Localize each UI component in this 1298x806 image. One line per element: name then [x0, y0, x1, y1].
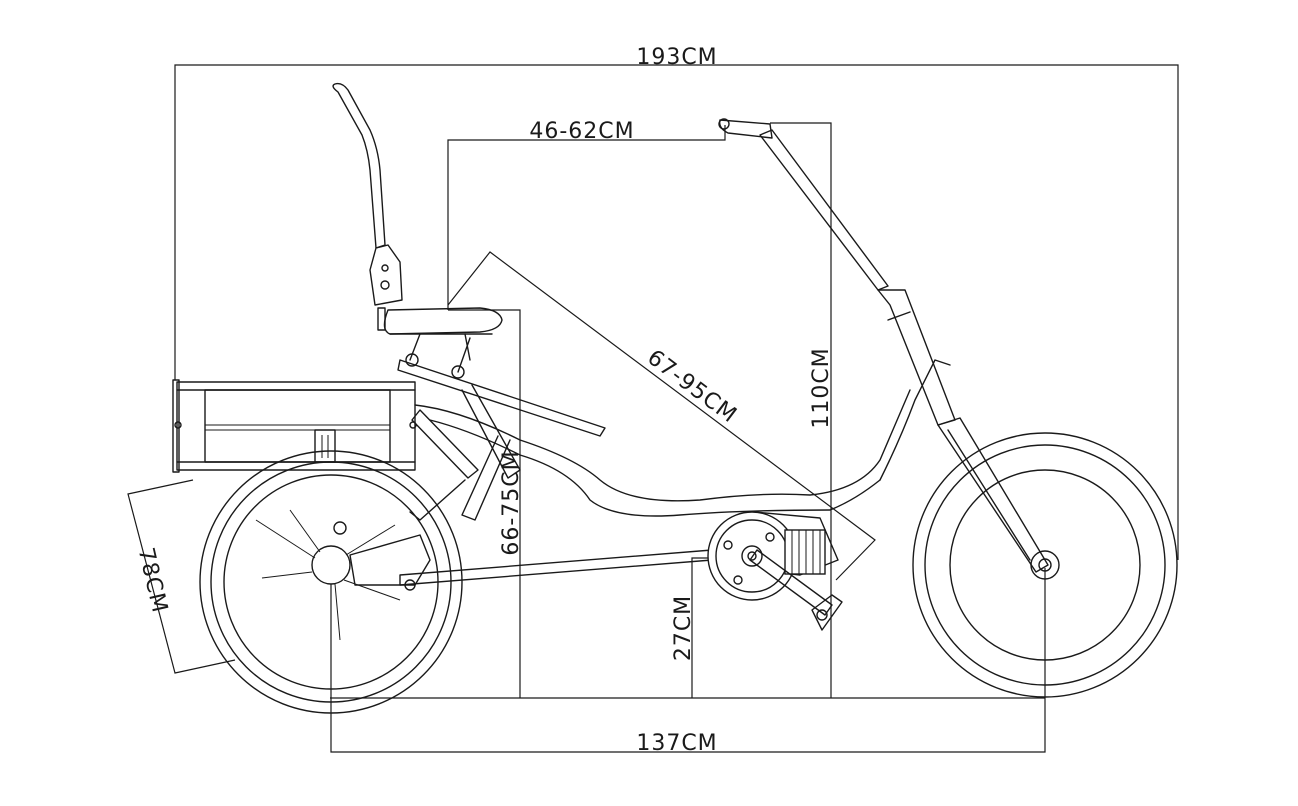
dimension-lines — [127, 64, 1179, 753]
rear-hub — [311, 545, 351, 585]
rear-wheel-diameter-line — [127, 479, 236, 674]
frame — [399, 359, 951, 586]
seat — [332, 82, 606, 437]
dimension-labels: 193CM 46-62CM 137CM 110CM 66-75CM 27CM 6… — [133, 45, 834, 756]
label-handlebar-height: 110CM — [809, 347, 834, 428]
label-wheelbase: 137CM — [636, 731, 717, 756]
seat-to-handlebar-line — [447, 125, 726, 310]
overall-length-line — [174, 64, 1179, 560]
handlebar-height-line — [770, 122, 832, 698]
seat-height-line — [448, 309, 521, 698]
label-overall-length: 193CM — [636, 45, 717, 70]
label-crank-height: 27CM — [671, 595, 696, 661]
cargo-basket — [172, 379, 417, 473]
front-wheel — [912, 432, 1178, 698]
label-seat-to-pedal: 67-95CM — [642, 345, 741, 428]
seat-to-pedal-line — [447, 251, 876, 581]
label-seat-height: 66-75CM — [499, 450, 524, 555]
label-seat-to-handlebar: 46-62CM — [529, 119, 634, 144]
label-rear-wheel-diameter: 78CM — [133, 545, 172, 615]
drive-unit — [707, 511, 843, 631]
front-fork — [718, 118, 1049, 573]
